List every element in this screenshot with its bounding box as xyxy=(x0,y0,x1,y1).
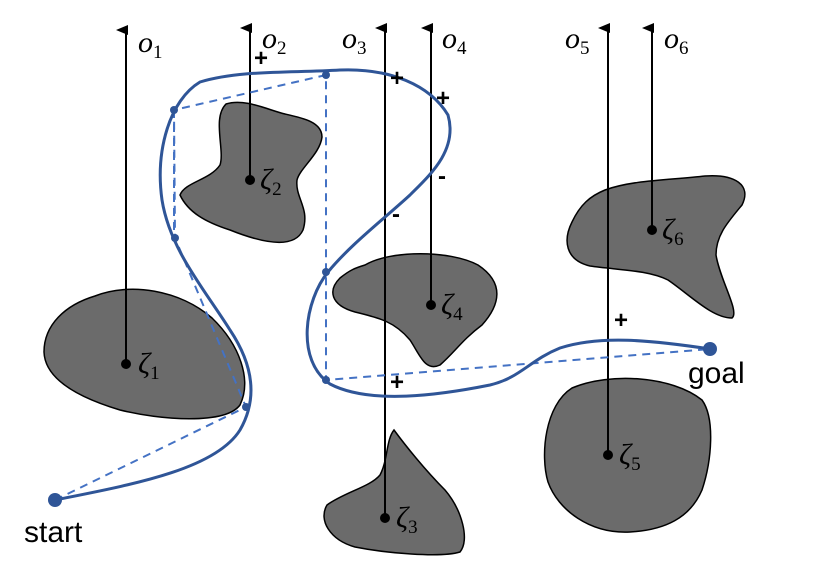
crossing-sign: + xyxy=(390,65,404,92)
goal-point xyxy=(703,342,717,356)
ray-label-o2: o2 xyxy=(262,22,287,59)
crossing-sign: + xyxy=(614,307,628,334)
crossing-sign: - xyxy=(392,201,400,228)
point-zeta1 xyxy=(121,359,131,369)
solid-path xyxy=(54,68,711,502)
start-label: start xyxy=(24,516,83,549)
point-zeta4 xyxy=(426,300,436,310)
obstacle-zeta1 xyxy=(43,288,246,420)
point-zeta6 xyxy=(647,225,657,235)
obstacle-label-zeta1: ζ1 xyxy=(138,347,160,384)
obstacle-label-zeta2: ζ2 xyxy=(260,163,282,200)
ray-label-o3: o3 xyxy=(342,22,367,59)
crossing-sign: + xyxy=(390,369,404,396)
obstacle-zeta4 xyxy=(332,253,498,368)
obstacle-zeta5 xyxy=(543,377,712,533)
point-zeta2 xyxy=(245,175,255,185)
obstacle-zeta6 xyxy=(566,175,746,319)
point-zeta5 xyxy=(603,450,613,460)
obstacle-zeta3 xyxy=(323,428,466,556)
ray-label-o5: o5 xyxy=(565,22,590,59)
path-vertex xyxy=(322,71,330,79)
start-point xyxy=(48,493,62,507)
ray-label-o4: o4 xyxy=(442,22,467,59)
obstacle-label-zeta5: ζ5 xyxy=(619,438,641,475)
ray-label-o6: o6 xyxy=(664,22,689,59)
obstacle-label-zeta3: ζ3 xyxy=(396,501,418,538)
crossing-sign: + xyxy=(436,85,450,112)
crossing-sign: + xyxy=(254,45,268,72)
obstacle-label-zeta4: ζ4 xyxy=(441,288,463,325)
crossing-sign: - xyxy=(438,163,446,190)
dashed-path xyxy=(54,73,711,501)
goal-label: goal xyxy=(688,357,745,390)
ray-label-o1: o1 xyxy=(138,26,163,63)
point-zeta3 xyxy=(380,513,390,523)
obstacle-label-zeta6: ζ6 xyxy=(662,213,684,250)
